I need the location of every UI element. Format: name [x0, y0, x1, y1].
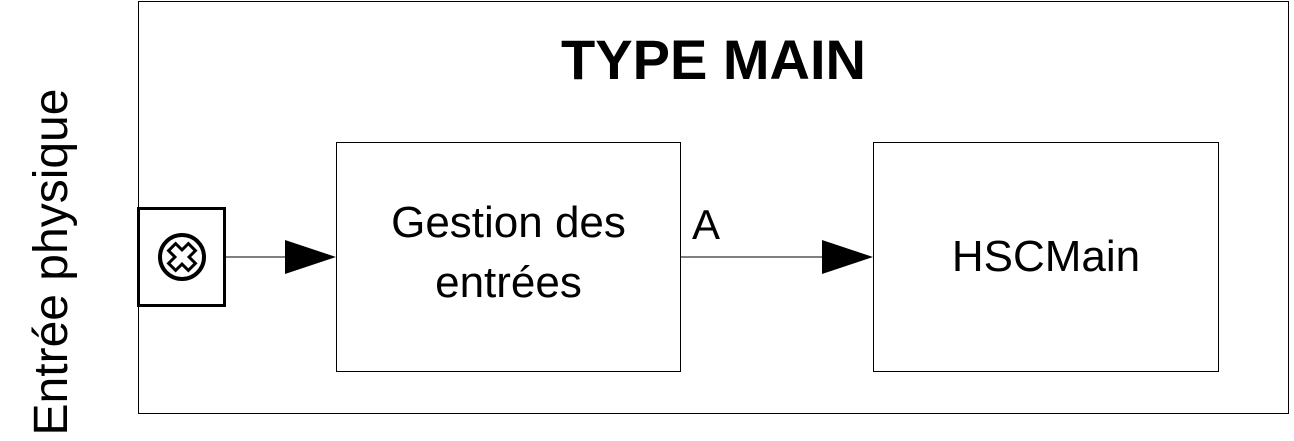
input-management-label-line1: Gestion des [391, 198, 626, 247]
hsc-main-label: HSCMain [951, 232, 1141, 281]
signal-a-arrowhead [822, 240, 873, 274]
signal-a-label: A [692, 201, 721, 248]
input-management-block: Gestion des entrées [336, 142, 681, 372]
input-management-label-line2: entrées [435, 258, 582, 307]
cross-circle-icon [157, 233, 206, 281]
diagram-title: TYPE MAIN [561, 28, 866, 91]
input-management-label: Gestion des entrées [391, 193, 626, 313]
physical-input-terminal [137, 207, 226, 307]
hsc-main-block: HSCMain [873, 142, 1219, 372]
input-arrowhead [285, 240, 336, 274]
